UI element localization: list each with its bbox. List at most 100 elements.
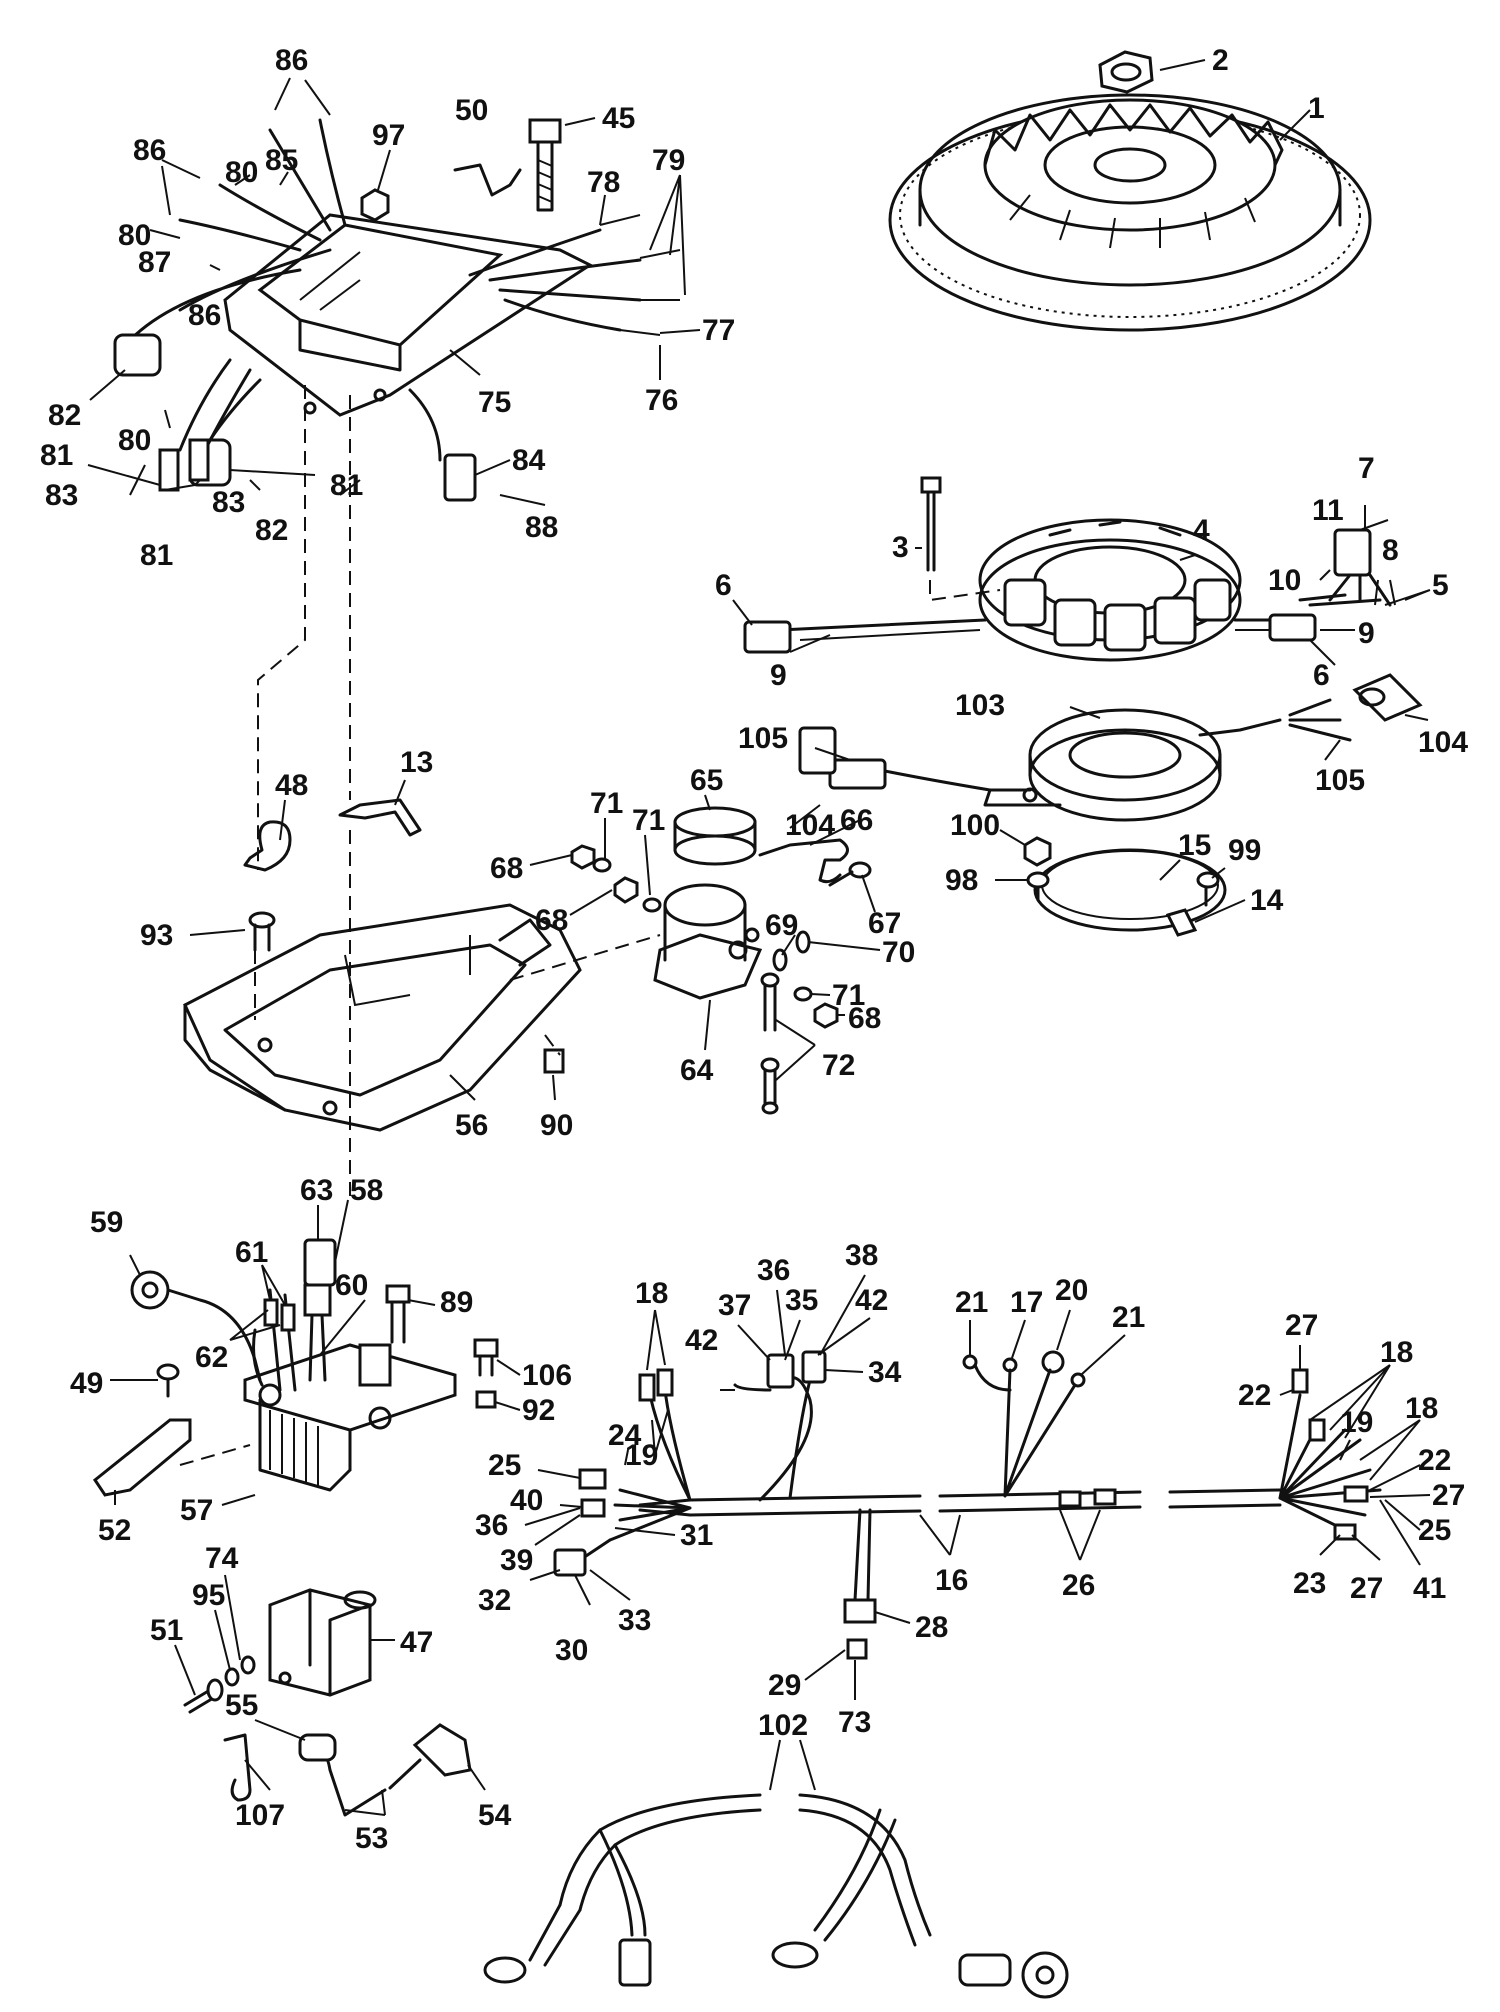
callout: 22 <box>1238 1379 1271 1412</box>
screw-3 <box>920 476 942 572</box>
callout: 32 <box>478 1584 511 1617</box>
callout: 66 <box>840 804 873 837</box>
callout: 26 <box>1062 1569 1095 1602</box>
callout: 88 <box>525 511 558 544</box>
callout: 84 <box>512 444 546 477</box>
callout: 68 <box>535 904 568 937</box>
callout: 5 <box>1432 569 1449 602</box>
bolt-45 <box>528 118 562 212</box>
callout: 18 <box>635 1277 668 1310</box>
spark-plug-lead <box>298 1723 472 1817</box>
callout: 93 <box>140 919 173 952</box>
terminal-72 <box>760 972 780 1115</box>
callout: 52 <box>98 1514 131 1547</box>
callout: 13 <box>400 746 433 779</box>
nut-68c <box>813 1002 839 1029</box>
callout: 75 <box>478 386 511 419</box>
callout: 42 <box>685 1324 718 1357</box>
callout: 1 <box>1308 92 1325 125</box>
callout: 36 <box>757 1254 790 1287</box>
nut-68a <box>570 844 596 870</box>
callout: 18 <box>1405 1392 1438 1425</box>
callout: 107 <box>235 1799 285 1832</box>
callout: 53 <box>355 1822 388 1855</box>
bracket-52 <box>92 1418 192 1497</box>
callout: 82 <box>48 399 81 432</box>
callout: 31 <box>680 1519 713 1552</box>
callout: 33 <box>618 1604 651 1637</box>
callout: 83 <box>212 486 245 519</box>
callout: 50 <box>455 94 488 127</box>
bracket-guide <box>179 1444 251 1466</box>
callout: 56 <box>455 1109 488 1142</box>
callout: 40 <box>510 1484 543 1517</box>
connector-7 <box>1298 528 1392 607</box>
nut-68b <box>613 876 639 904</box>
washer-98 <box>1026 871 1050 902</box>
callout: 100 <box>950 809 1000 842</box>
callout: 38 <box>845 1239 878 1272</box>
callout: 23 <box>1293 1567 1326 1600</box>
callout: 68 <box>490 852 523 885</box>
callout: 86 <box>188 299 221 332</box>
callout: 95 <box>192 1579 225 1612</box>
callout: 81 <box>330 469 363 502</box>
callout: 79 <box>652 144 685 177</box>
callout: 25 <box>488 1449 521 1482</box>
callout: 36 <box>475 1509 508 1542</box>
callout-labels: 86 50 45 2 1 86 80 85 97 78 79 80 87 86 … <box>40 44 1468 1855</box>
washer-70 <box>795 930 811 954</box>
callout: 78 <box>587 166 620 199</box>
callout: 54 <box>478 1799 512 1832</box>
callout: 39 <box>500 1544 533 1577</box>
clamp-48 <box>243 820 292 872</box>
callout: 45 <box>602 102 635 135</box>
callout: 71 <box>590 787 623 820</box>
callout: 73 <box>838 1706 871 1739</box>
power-pack <box>113 118 681 502</box>
callout: 21 <box>1112 1301 1145 1334</box>
callout: 27 <box>1350 1572 1383 1605</box>
callout: 99 <box>1228 834 1261 867</box>
callout: 80 <box>118 219 151 252</box>
callout: 34 <box>868 1356 902 1389</box>
callout: 86 <box>133 134 166 167</box>
callout: 27 <box>1432 1479 1465 1512</box>
callout: 6 <box>1313 659 1330 692</box>
callout: 19 <box>1340 1406 1373 1439</box>
callout: 104 <box>785 809 835 842</box>
washer-95 <box>224 1667 240 1687</box>
callout: 60 <box>335 1269 368 1302</box>
callout: 16 <box>935 1564 968 1597</box>
rectifier-regulator <box>243 1343 457 1492</box>
regulator-wires <box>252 1238 337 1392</box>
bracket-66 <box>758 838 849 884</box>
washer-71c <box>793 986 813 1002</box>
callout: 64 <box>680 1054 714 1087</box>
callout: 80 <box>118 424 151 457</box>
callout: 86 <box>275 44 308 77</box>
nut-100 <box>1023 836 1052 867</box>
bolt-89 <box>385 1284 411 1344</box>
screw-93 <box>248 911 276 952</box>
callout: 47 <box>400 1626 433 1659</box>
callout: 81 <box>140 539 173 572</box>
callout: 41 <box>1413 1572 1446 1605</box>
callout: 102 <box>758 1709 808 1742</box>
callout: 81 <box>40 439 73 472</box>
screw-3-guide <box>929 580 1001 602</box>
callout: 8 <box>1382 534 1399 567</box>
clip-14 <box>1165 908 1198 937</box>
callout: 83 <box>45 479 78 512</box>
callout: 106 <box>522 1359 572 1392</box>
screw-49 <box>156 1363 180 1398</box>
bolt-106 <box>473 1338 499 1377</box>
electrical-tray <box>183 903 582 1132</box>
callout: 30 <box>555 1634 588 1667</box>
callout: 28 <box>915 1611 948 1644</box>
callout: 48 <box>275 769 308 802</box>
callout: 71 <box>632 804 665 837</box>
callout: 51 <box>150 1614 183 1647</box>
timer-base <box>798 698 1352 822</box>
ground-strap-107 <box>223 1733 252 1802</box>
